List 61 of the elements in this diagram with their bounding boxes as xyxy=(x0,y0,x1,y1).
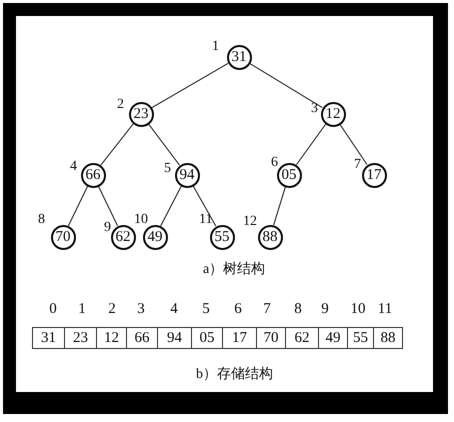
figure-caption: a）树结构 xyxy=(203,263,266,277)
tree-node: 31 xyxy=(226,44,252,70)
tree-edge xyxy=(296,124,326,166)
table-cell: 17 xyxy=(222,327,257,349)
table-cell: 66 xyxy=(126,327,158,349)
table-cell: 88 xyxy=(373,327,403,349)
tree-edge xyxy=(249,62,323,108)
array-index: 0 xyxy=(48,302,58,317)
array-index: 11 xyxy=(376,302,394,317)
array-index: 9 xyxy=(320,302,330,317)
tree-node: 66 xyxy=(80,162,106,188)
array-index: 6 xyxy=(233,302,243,317)
array-index: 7 xyxy=(262,302,272,317)
tree-edge xyxy=(192,185,216,227)
array-index: 1 xyxy=(77,302,87,317)
node-number: 6 xyxy=(271,156,278,170)
node-number: 7 xyxy=(354,158,361,172)
figure-caption: b）存储结构 xyxy=(196,368,273,382)
node-number: 9 xyxy=(104,221,111,235)
tree-node: 49 xyxy=(142,224,168,250)
array-index: 10 xyxy=(350,302,366,317)
array-index: 4 xyxy=(169,302,179,317)
node-number: 3 xyxy=(311,102,318,116)
node-number: 12 xyxy=(243,215,257,229)
tree-node: 12 xyxy=(320,102,346,126)
table-cell: 12 xyxy=(96,327,127,349)
table-cell: 31 xyxy=(32,327,65,349)
tree-node: 62 xyxy=(110,224,136,250)
tree-node: 70 xyxy=(50,224,76,250)
tree-edge xyxy=(160,186,182,226)
table-cell: 55 xyxy=(347,327,374,349)
node-number: 1 xyxy=(212,40,219,54)
node-number: 5 xyxy=(164,162,171,176)
table-cell: 62 xyxy=(285,327,319,349)
node-number: 8 xyxy=(38,213,45,227)
array-index: 3 xyxy=(136,302,146,317)
tree-edge xyxy=(148,123,180,166)
tree-edge xyxy=(273,186,286,226)
table-cell: 49 xyxy=(318,327,348,349)
node-number: 4 xyxy=(70,160,77,174)
tree-node: 94 xyxy=(174,162,200,188)
array-index: 2 xyxy=(107,302,117,317)
tree-edge xyxy=(339,124,368,166)
table-cell: 94 xyxy=(157,327,192,349)
node-number: 2 xyxy=(117,98,124,112)
node-number: 11 xyxy=(199,213,212,227)
tree-node: 05 xyxy=(276,162,302,188)
array-index: 8 xyxy=(293,302,303,317)
table-cell: 23 xyxy=(64,327,97,349)
tree-edge xyxy=(151,62,229,108)
tree-node: 88 xyxy=(258,224,282,250)
tree-node: 23 xyxy=(128,102,154,126)
tree-node: 55 xyxy=(210,224,234,250)
tree-node: 17 xyxy=(362,162,386,188)
tree-edge xyxy=(100,123,134,166)
node-number: 10 xyxy=(134,213,148,227)
array-index: 5 xyxy=(201,302,211,317)
table-cell: 05 xyxy=(191,327,223,349)
table-cell: 70 xyxy=(256,327,286,349)
tree-edge xyxy=(98,186,118,226)
tree-edge xyxy=(68,186,88,226)
